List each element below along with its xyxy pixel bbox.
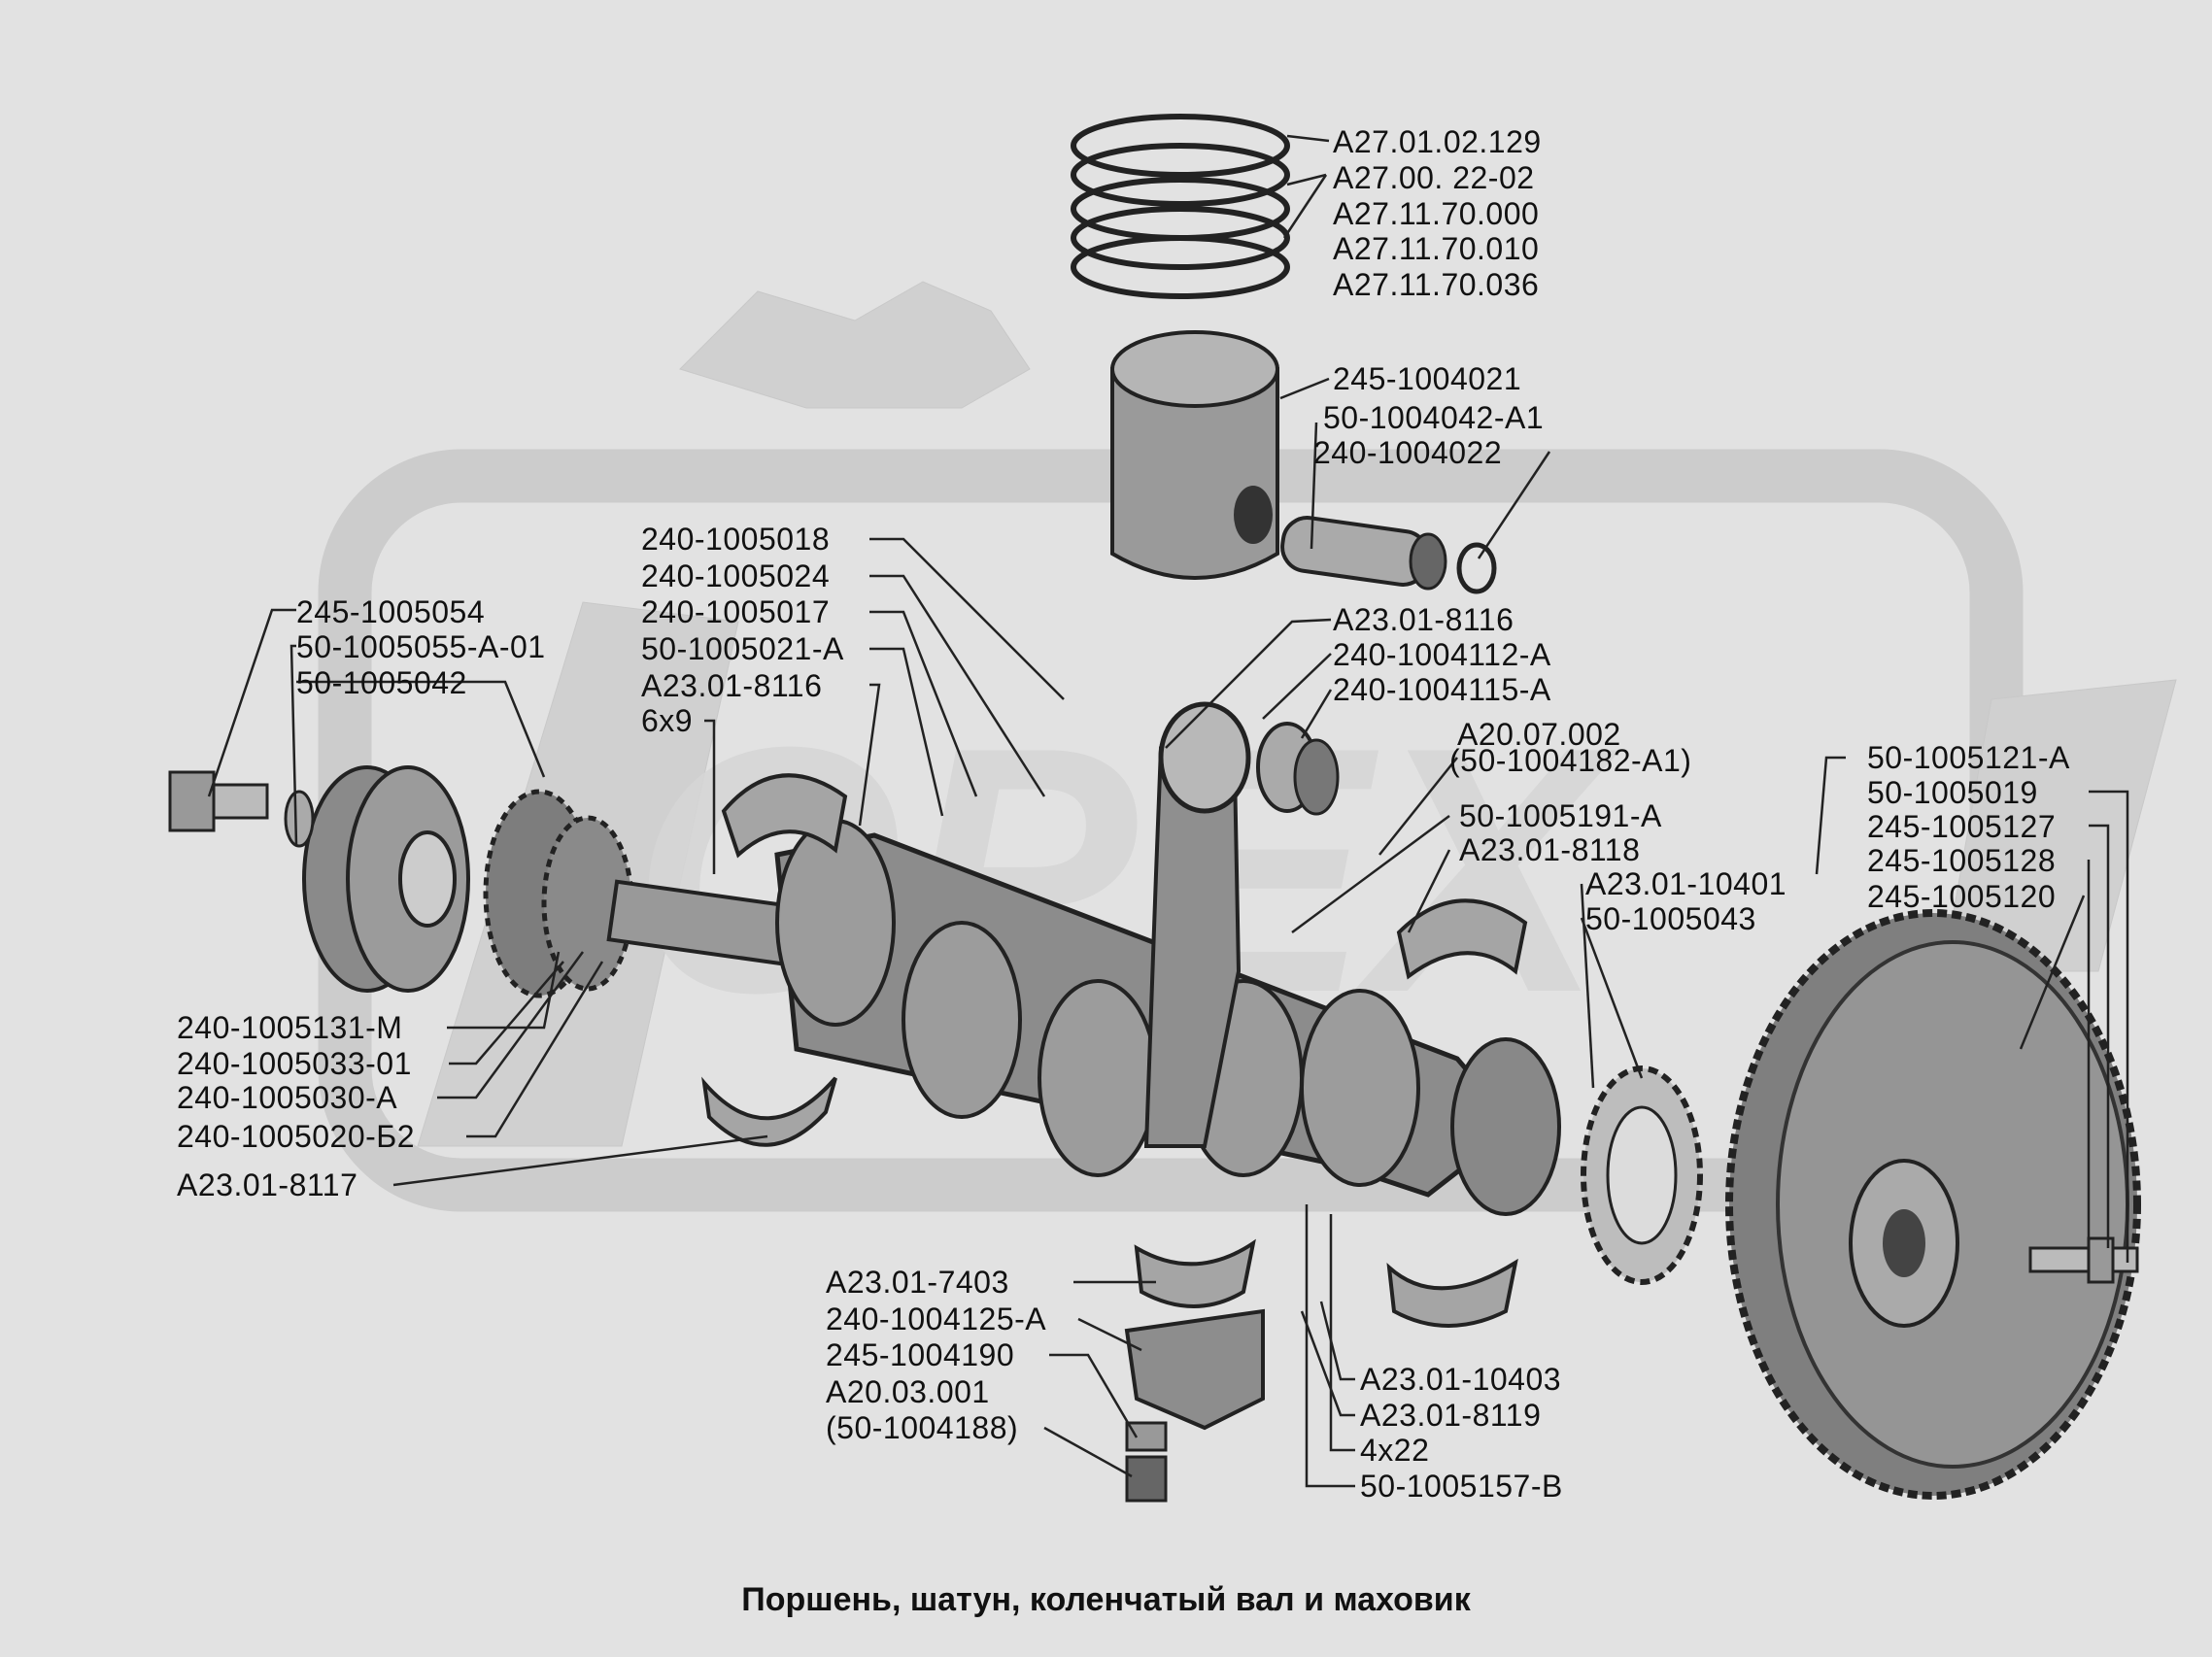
label-pin-retainer: 240-1004022 xyxy=(1313,435,1503,470)
figure-caption: Поршень, шатун, коленчатый вал и маховик xyxy=(741,1581,1471,1618)
label-rod-bushing: 240-1004115-А xyxy=(1333,672,1551,707)
label-front-seal: 50-1005021-А xyxy=(641,631,844,666)
label-main-lower: А23.01-8119 xyxy=(1360,1398,1542,1433)
label-piston-pin: 50-1004042-А1 xyxy=(1323,400,1545,435)
pin-retainer-ring xyxy=(1456,542,1497,594)
label-pulley-washer: 50-1005055-А-01 xyxy=(296,629,546,664)
label-ring-set-b: А27.11.70.010 xyxy=(1333,231,1540,266)
piston-pin xyxy=(1280,516,1447,591)
label-pulley-bolt: 245-1005054 xyxy=(296,594,486,629)
label-rod: 240-1004112-А xyxy=(1333,637,1551,672)
label-pin-4x22: 4х22 xyxy=(1360,1433,1430,1468)
label-ring-set-c: А27.11.70.036 xyxy=(1333,267,1540,302)
label-crankshaft: 240-1005020-Б2 xyxy=(177,1119,416,1154)
label-main-bearing: А23.01-8118 xyxy=(1459,832,1641,867)
label-piston-ring-top: А27.01.02.129 xyxy=(1333,124,1542,159)
pulley-bolt xyxy=(168,770,269,832)
label-rod-cap: 240-1004125-А xyxy=(826,1302,1047,1336)
crankshaft xyxy=(606,819,1561,1216)
label-flywheel: 245-1005120 xyxy=(1867,879,2057,914)
label-rod-assy-alt: (50-1004182-А1) xyxy=(1449,743,1692,778)
label-flywheel-bolt: 50-1005019 xyxy=(1867,775,2038,810)
label-rod-nut: 245-1004190 xyxy=(826,1337,1015,1372)
label-hub: 240-1005131-М xyxy=(177,1010,403,1045)
piston-rings xyxy=(1071,114,1290,299)
label-crank-bolt: 240-1005018 xyxy=(641,522,831,557)
bearing-shells xyxy=(701,773,1528,1328)
label-thrust-lower: А23.01-10403 xyxy=(1360,1362,1562,1397)
label-cap-assy: А20.03.001 xyxy=(826,1374,990,1409)
rod-bushing xyxy=(1256,722,1340,816)
label-rod-cap-bearing: А23.01-7403 xyxy=(826,1265,1009,1300)
label-flywheel-ring: 50-1005121-А xyxy=(1867,740,2070,775)
label-rear-plug: 50-1005157-В xyxy=(1360,1469,1563,1504)
label-bearing-a: А23.01-8116 xyxy=(641,668,823,703)
label-flywheel-washer: 245-1005127 xyxy=(1867,809,2057,844)
label-ring-set-a: А27.11.70.000 xyxy=(1333,196,1540,231)
label-rear-seal: 50-1005043 xyxy=(1585,901,1756,936)
label-dowel: 50-1005191-А xyxy=(1459,798,1662,833)
label-rod-bearing-top: А23.01-8116 xyxy=(1333,602,1514,637)
connecting-rod xyxy=(1143,701,1251,1148)
pulley-washer xyxy=(284,790,315,848)
label-flywheel-plate: 245-1005128 xyxy=(1867,843,2057,878)
label-rod-assy: А20.07.002 xyxy=(1457,717,1621,752)
label-gear-b: 240-1005030-А xyxy=(177,1080,398,1115)
rod-cap xyxy=(1124,1308,1265,1503)
label-cap-assy-alt: (50-1004188) xyxy=(826,1410,1019,1445)
label-key-6x9: 6х9 xyxy=(641,703,694,738)
label-piston: 245-1004021 xyxy=(1333,361,1522,396)
piston xyxy=(1110,330,1279,580)
label-crank-washer: 240-1005024 xyxy=(641,558,831,593)
label-pulley: 50-1005042 xyxy=(296,665,467,700)
label-lower-bearing: А23.01-8117 xyxy=(177,1167,358,1202)
label-gear-a: 240-1005033-01 xyxy=(177,1046,412,1081)
pulley xyxy=(302,765,470,993)
rear-oil-seal xyxy=(1581,1065,1703,1285)
label-crank-plate: 240-1005017 xyxy=(641,594,831,629)
leader-lines xyxy=(207,134,2129,1488)
timing-gears xyxy=(483,789,634,998)
label-thrust-half: А23.01-10401 xyxy=(1585,866,1787,901)
flywheel xyxy=(1725,909,2141,1500)
label-piston-ring-comp: А27.00. 22-02 xyxy=(1333,160,1535,195)
